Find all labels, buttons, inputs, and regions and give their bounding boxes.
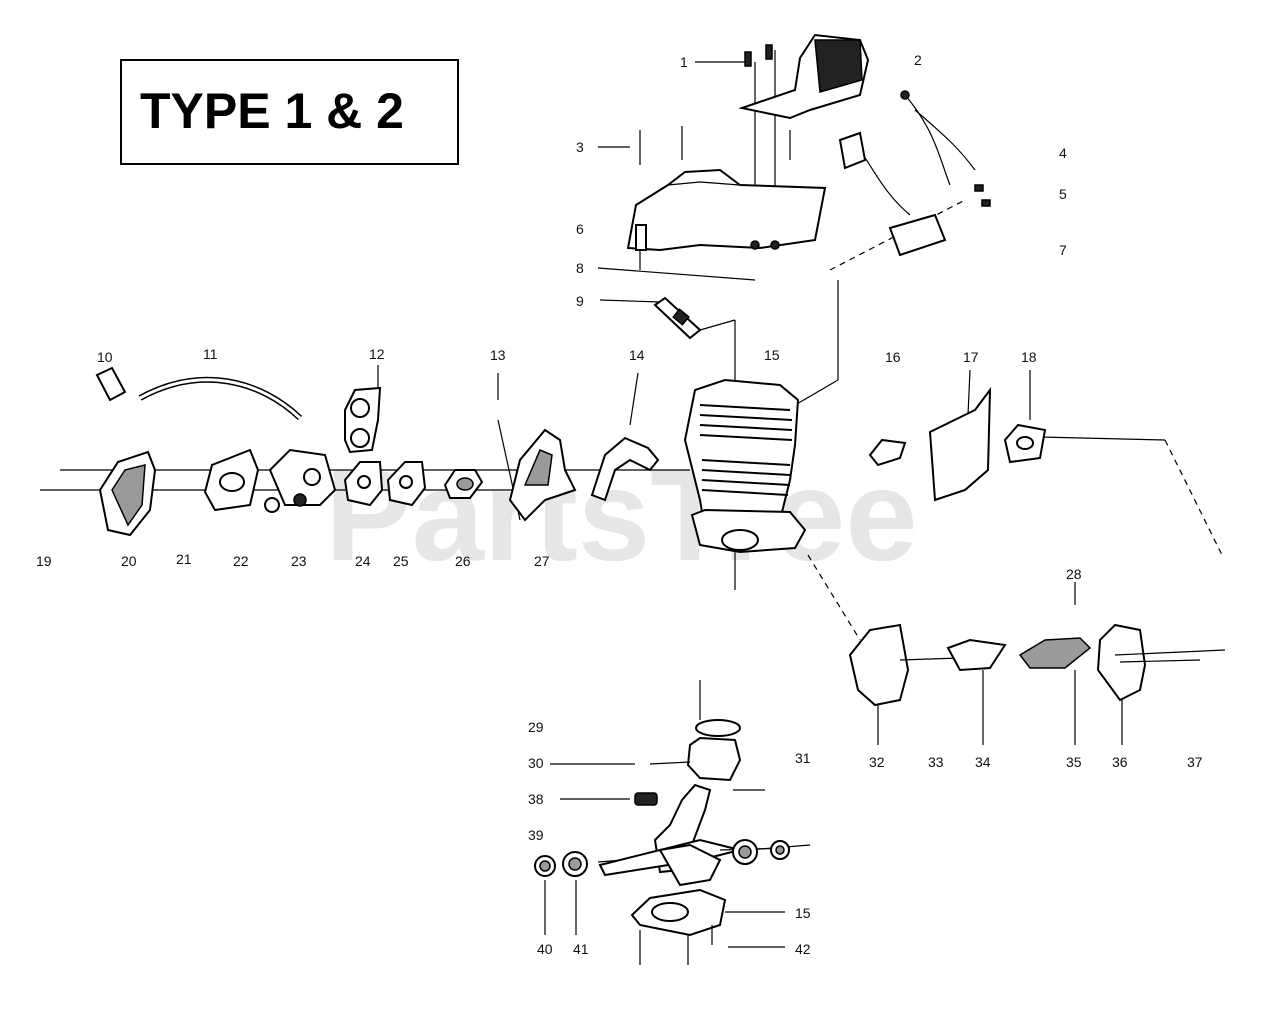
part-spark-plug xyxy=(653,296,702,340)
part-top-cover xyxy=(626,168,827,252)
part-piston xyxy=(634,719,742,806)
part-ignition-wire xyxy=(900,90,976,186)
callout-17: 17 xyxy=(963,349,979,365)
part-filter-small xyxy=(868,438,907,467)
part-cylinder xyxy=(683,378,807,554)
callout-30: 30 xyxy=(528,755,544,771)
callout-29: 29 xyxy=(528,719,544,735)
callout-8: 8 xyxy=(576,260,584,276)
part-air-filter xyxy=(203,448,260,512)
callout-12: 12 xyxy=(369,346,385,362)
callout-6: 6 xyxy=(576,221,584,237)
part-intake-adapter xyxy=(443,469,484,499)
part-nuts xyxy=(639,240,780,270)
part-lower-crankcase xyxy=(630,888,727,965)
part-bearings xyxy=(534,839,790,877)
callout-11: 11 xyxy=(203,346,218,362)
callout-34: 34 xyxy=(975,754,991,770)
part-fuel-filter xyxy=(95,366,127,402)
callout-37: 37 xyxy=(1187,754,1203,770)
part-air-filter-cover xyxy=(98,450,157,537)
diagram-title: TYPE 1 & 2 xyxy=(140,83,404,139)
callout-13: 13 xyxy=(490,347,506,363)
callout-41: 41 xyxy=(573,941,589,957)
callout-26: 26 xyxy=(455,553,471,569)
part-muffler-body xyxy=(848,623,961,707)
callout-15-lower: 15 xyxy=(795,905,811,921)
callout-36: 36 xyxy=(1112,754,1128,770)
part-ignition-module xyxy=(838,131,991,257)
callout-16: 16 xyxy=(885,349,901,365)
callout-35: 35 xyxy=(1066,754,1082,770)
callout-5: 5 xyxy=(1059,186,1067,202)
callout-20: 20 xyxy=(121,553,137,569)
callout-7: 7 xyxy=(1059,242,1067,258)
title-box: TYPE 1 & 2 xyxy=(120,59,459,165)
callout-32: 32 xyxy=(869,754,885,770)
callout-14: 14 xyxy=(629,347,645,363)
callout-21: 21 xyxy=(176,551,192,567)
part-carburetor xyxy=(264,448,337,513)
callout-24: 24 xyxy=(355,553,371,569)
callout-3: 3 xyxy=(576,139,584,155)
callout-1: 1 xyxy=(680,54,688,70)
callout-38: 38 xyxy=(528,791,544,807)
callout-9: 9 xyxy=(576,293,584,309)
part-muffler-cover xyxy=(1096,623,1226,702)
callout-42: 42 xyxy=(795,941,811,957)
part-muffler-gasket xyxy=(1003,423,1047,464)
part-heat-shield xyxy=(928,386,992,502)
callout-27: 27 xyxy=(534,553,550,569)
part-deflector xyxy=(590,436,660,502)
part-intake-manifold xyxy=(508,428,577,522)
part-handle-top xyxy=(738,33,870,120)
part-intake-boot xyxy=(344,386,382,454)
callout-4: 4 xyxy=(1059,145,1067,161)
callout-15: 15 xyxy=(764,347,780,363)
callout-10: 10 xyxy=(97,349,113,365)
callout-2: 2 xyxy=(914,52,922,68)
part-fuel-line xyxy=(138,376,303,421)
callout-19: 19 xyxy=(36,553,52,569)
callout-25: 25 xyxy=(393,553,409,569)
callout-31: 31 xyxy=(795,750,811,766)
callout-18: 18 xyxy=(1021,349,1037,365)
callout-39: 39 xyxy=(528,827,544,843)
part-spark-screen xyxy=(1018,637,1092,669)
leader-lines xyxy=(40,50,1223,948)
callout-22: 22 xyxy=(233,553,249,569)
callout-23: 23 xyxy=(291,553,307,569)
callout-33: 33 xyxy=(928,754,944,770)
part-crankshaft xyxy=(598,783,791,887)
part-carb-gaskets xyxy=(343,461,427,507)
part-muffler-baffle xyxy=(946,638,1007,672)
part-cover-screws xyxy=(639,126,791,165)
callout-labels: 1 2 3 4 5 6 7 8 9 10 11 12 13 14 15 16 1… xyxy=(36,52,1203,957)
callout-28: 28 xyxy=(1066,566,1082,582)
callout-40: 40 xyxy=(537,941,553,957)
